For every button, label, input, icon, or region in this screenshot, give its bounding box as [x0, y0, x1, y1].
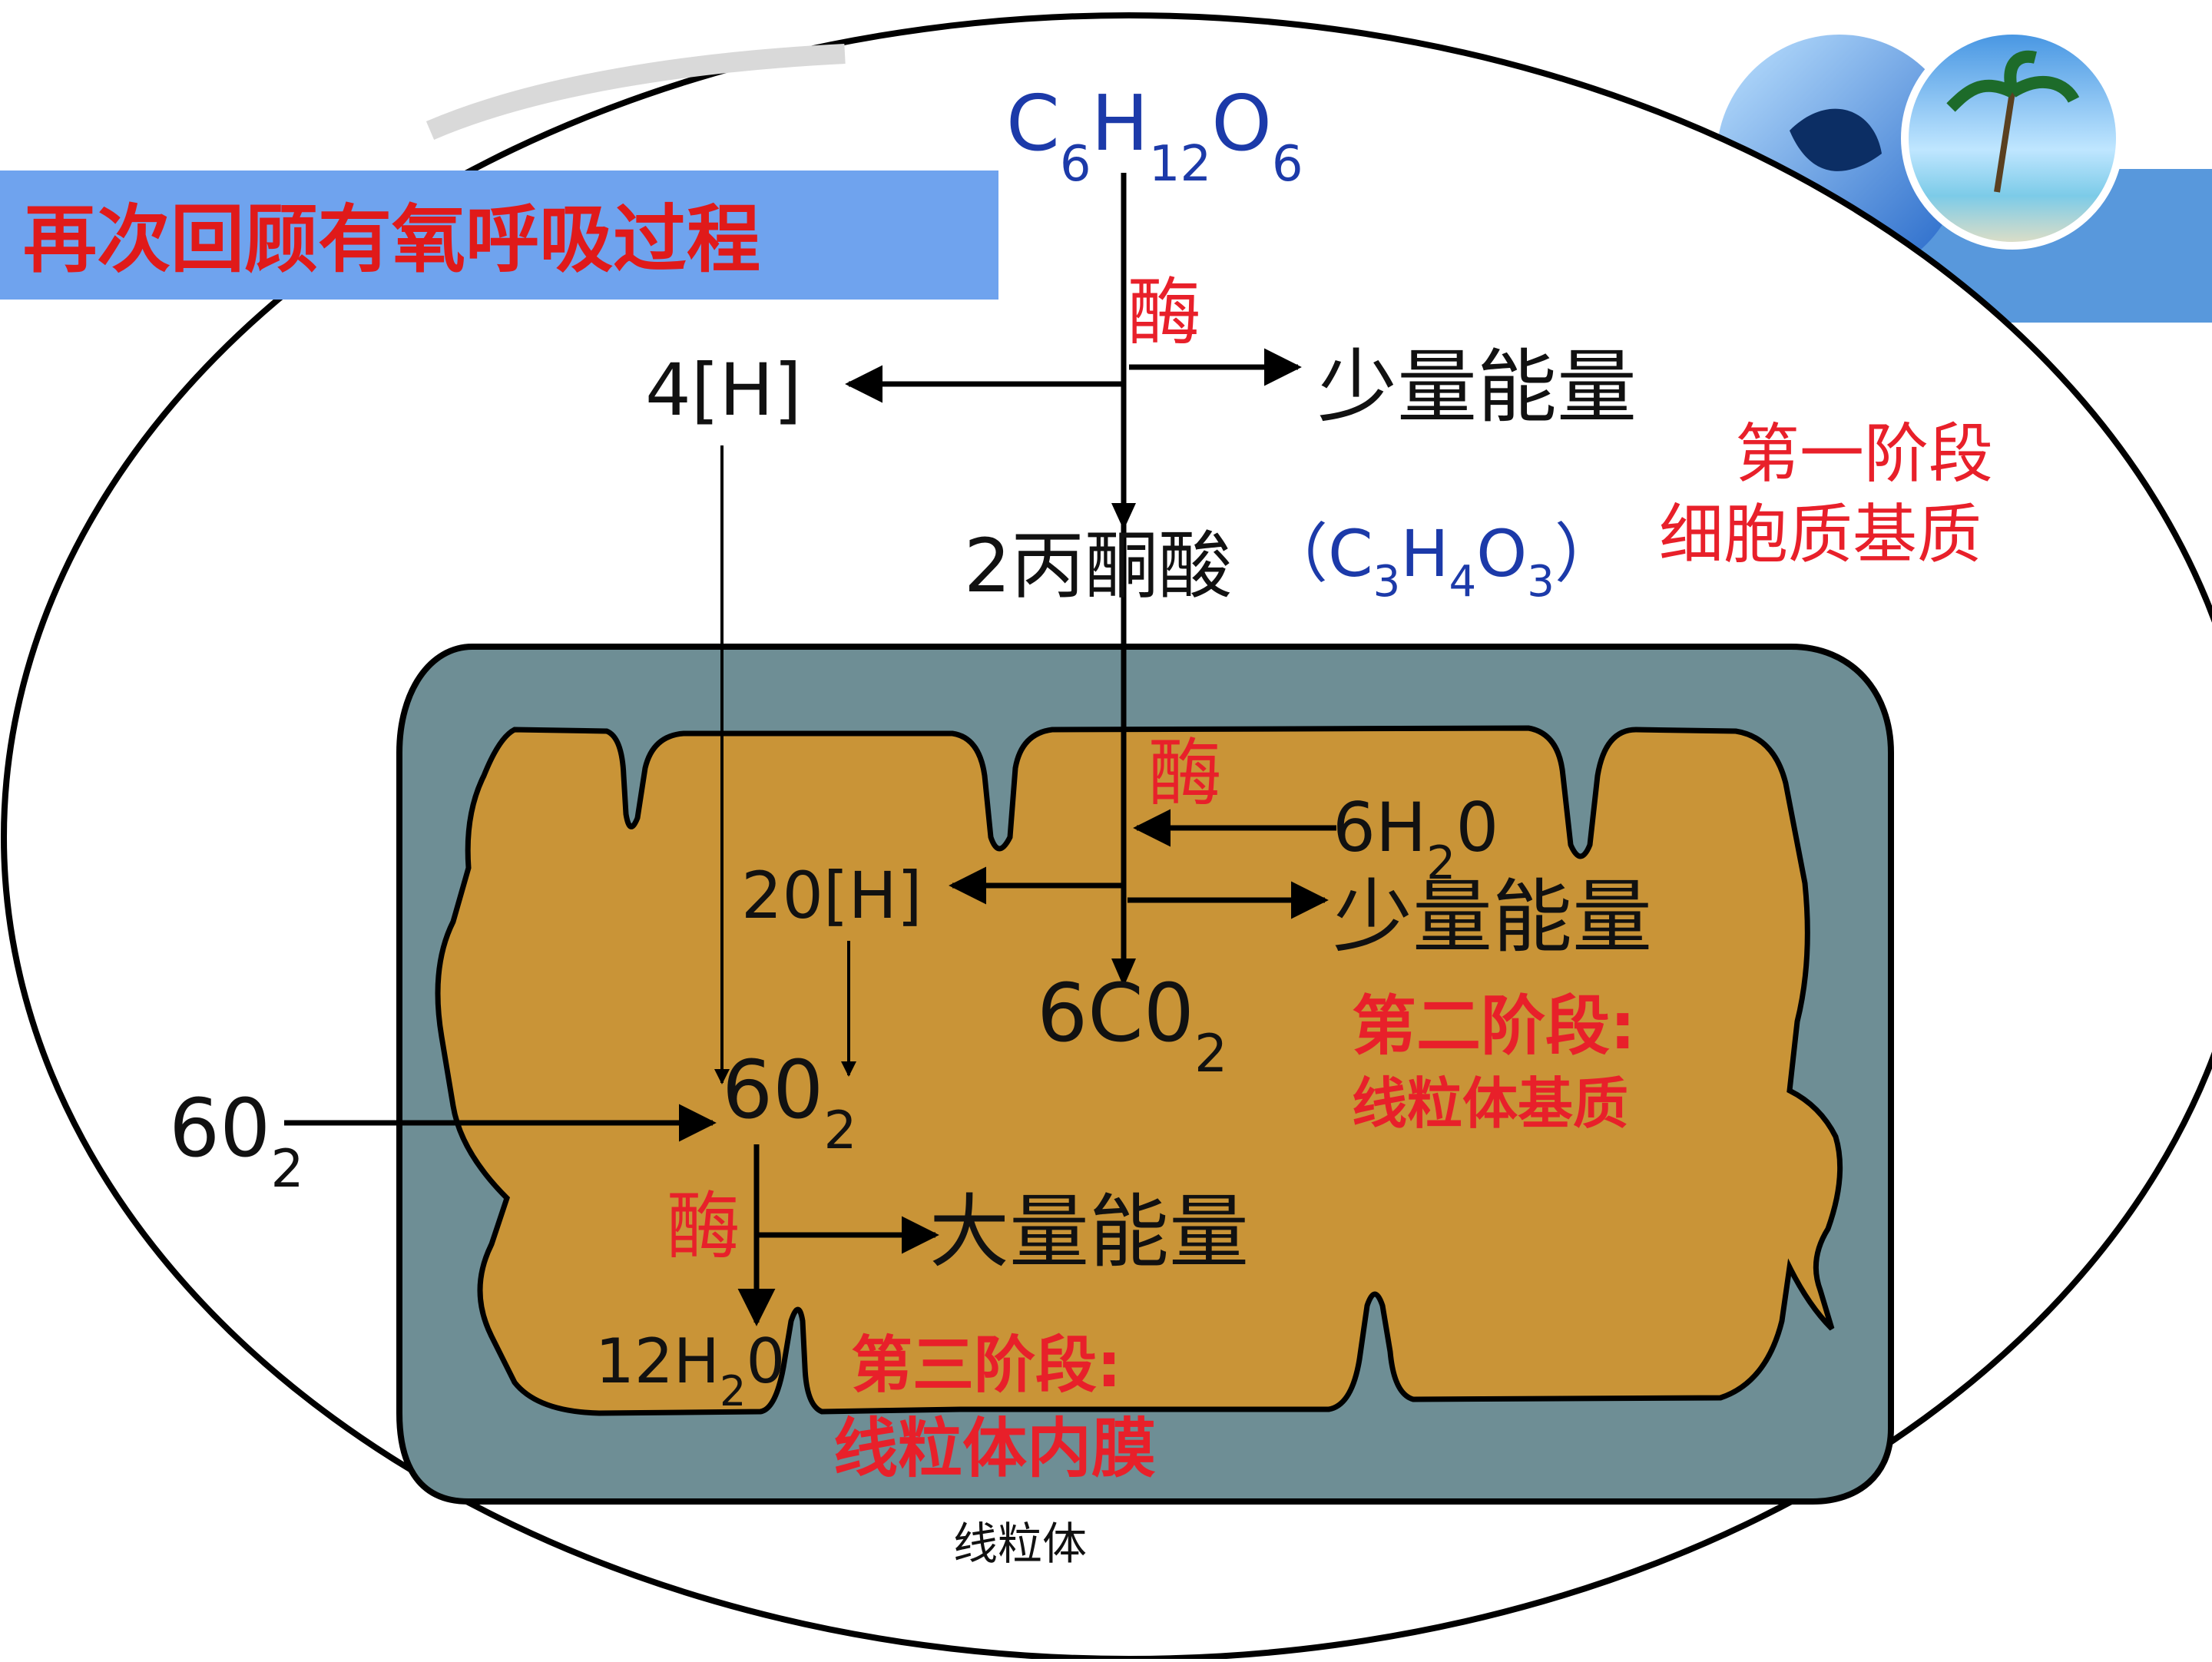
enzyme-label-3: 酶 [667, 1184, 740, 1270]
page-title: 再次回顾有氧呼吸过程 [23, 196, 760, 283]
stage2-label: 第二阶段: [1352, 988, 1636, 1064]
energy-2: 少量能量 [1333, 870, 1652, 964]
mitochondrion-caption: 线粒体 [953, 1518, 1087, 1570]
stage1-location: 细胞质基质 [1659, 497, 1982, 572]
stage1-label: 第一阶段 [1735, 416, 1993, 492]
stage3-location: 线粒体内膜 [833, 1411, 1156, 1486]
enzyme-label-1: 酶 [1128, 270, 1201, 356]
h-product-1: 4[H] [645, 349, 802, 432]
energy-1: 少量能量 [1317, 340, 1637, 434]
energy-3: 大量能量 [929, 1185, 1249, 1279]
stage2-location: 线粒体基质 [1352, 1071, 1628, 1136]
enzyme-label-2: 酶 [1148, 730, 1222, 816]
stage3-label: 第三阶段: [851, 1329, 1121, 1401]
pyruvate: 2丙酮酸 [964, 523, 1232, 609]
matrix [438, 728, 1840, 1413]
h-product-2: 20[H] [741, 858, 922, 933]
